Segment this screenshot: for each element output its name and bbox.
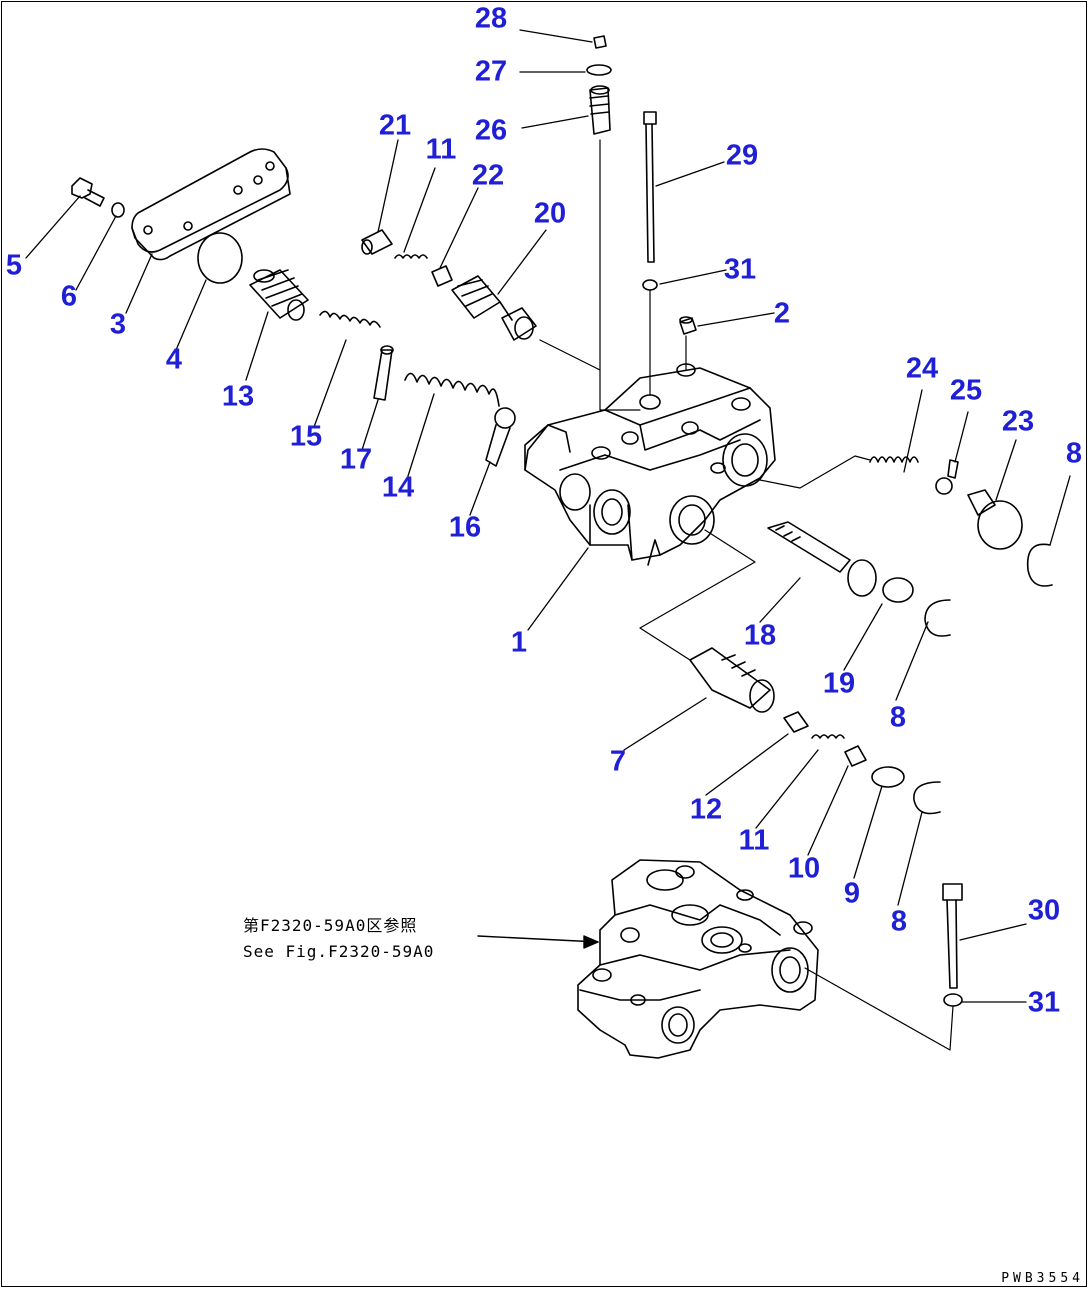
spool-7 — [689, 647, 775, 713]
callout-10: 10 — [787, 852, 821, 885]
reference-arrow — [477, 935, 599, 949]
bolt-30 — [942, 883, 963, 989]
o-ring-4 — [197, 232, 243, 284]
reference-note-japanese: 第F2320-59A0区参照 — [243, 916, 418, 935]
callout-14: 14 — [381, 471, 415, 504]
pin-17 — [373, 345, 394, 401]
callout-6: 6 — [60, 280, 78, 313]
callout-19: 19 — [822, 667, 856, 700]
callout-20: 20 — [533, 197, 567, 230]
plug-9 — [871, 766, 905, 788]
piston-16 — [485, 407, 516, 467]
callout-3: 3 — [109, 308, 127, 341]
callout-21: 21 — [378, 109, 412, 142]
snap-ring-8-lower — [913, 781, 941, 815]
leader-lines — [25, 29, 1071, 1003]
bolt-5 — [71, 177, 105, 207]
callout-1: 1 — [510, 626, 528, 659]
callout-11-upper: 11 — [425, 133, 457, 166]
callout-13: 13 — [221, 380, 255, 413]
plug-21 — [361, 229, 393, 255]
callout-12: 12 — [689, 793, 723, 826]
callout-8-upper: 8 — [1065, 437, 1083, 470]
callout-31-upper: 31 — [723, 253, 757, 286]
callout-29: 29 — [725, 139, 759, 172]
spool-18 — [767, 521, 877, 597]
assembly-lines — [539, 139, 954, 1051]
stopper-10 — [844, 745, 867, 767]
spring-15 — [319, 310, 381, 328]
valve-26 — [589, 85, 611, 135]
callout-24: 24 — [905, 352, 939, 385]
callout-11-lower: 11 — [738, 824, 770, 857]
callout-31-lower: 31 — [1027, 986, 1061, 1019]
drawing-code: PWB3554 — [1001, 1271, 1084, 1286]
snap-ring-8-middle — [924, 599, 951, 637]
callout-4: 4 — [165, 343, 183, 376]
plug-19 — [882, 577, 914, 603]
plug-12 — [783, 711, 809, 733]
cap-23 — [967, 489, 1023, 550]
retainer-25 — [935, 477, 953, 495]
plug-28 — [593, 35, 607, 49]
bolt-29 — [643, 111, 657, 263]
callout-8-middle: 8 — [889, 701, 907, 734]
o-ring-27 — [586, 64, 612, 76]
valve-body-lower-reference — [577, 859, 819, 1059]
callout-28: 28 — [474, 2, 508, 35]
callout-27: 27 — [474, 55, 508, 88]
spring-14 — [404, 372, 500, 407]
callout-23: 23 — [1001, 405, 1035, 438]
callout-25: 25 — [949, 374, 983, 407]
callout-18: 18 — [743, 619, 777, 652]
cover-plate — [131, 148, 291, 261]
callout-7: 7 — [609, 745, 627, 778]
spring-24 — [869, 456, 919, 463]
plug-2 — [679, 316, 697, 335]
spool-13 — [249, 269, 309, 321]
callout-22: 22 — [471, 159, 505, 192]
spring-11-upper — [394, 254, 428, 259]
spring-11-lower — [811, 734, 845, 739]
washer-31-lower — [943, 993, 963, 1007]
callout-2: 2 — [773, 297, 791, 330]
callout-30: 30 — [1027, 894, 1061, 927]
pin-25 — [947, 459, 959, 479]
callout-9: 9 — [843, 877, 861, 910]
stopper-22 — [431, 265, 453, 287]
callout-8-lower: 8 — [890, 905, 908, 938]
valve-body-upper — [524, 363, 776, 566]
callout-5: 5 — [5, 249, 23, 282]
valve-20 — [451, 275, 537, 341]
washer-31-upper — [642, 279, 658, 291]
washer-6 — [111, 202, 125, 218]
callout-17: 17 — [339, 443, 373, 476]
callout-26: 26 — [474, 114, 508, 147]
snap-ring-8-upper — [1026, 543, 1053, 587]
callout-15: 15 — [289, 420, 323, 453]
callout-16: 16 — [448, 511, 482, 544]
reference-note-english: See Fig.F2320-59A0 — [243, 942, 435, 961]
